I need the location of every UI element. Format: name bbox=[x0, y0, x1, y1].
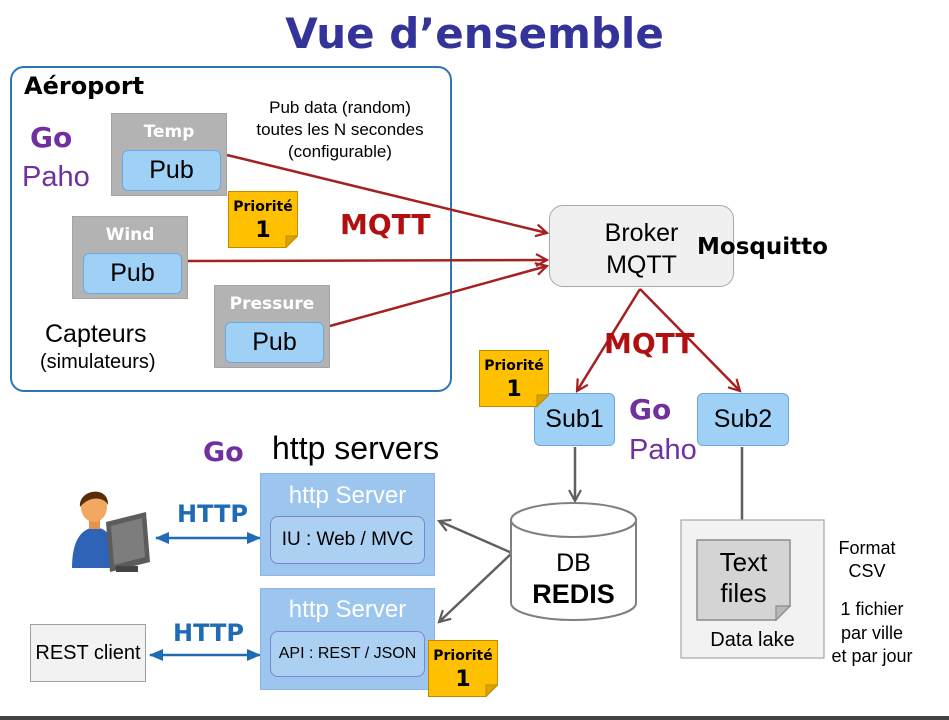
monitor-stand bbox=[116, 566, 138, 572]
priority-note-subscriber: Priorité 1 bbox=[479, 350, 549, 407]
sensors-caption: Capteurs bbox=[45, 320, 147, 348]
database-body bbox=[510, 519, 637, 621]
http-server-web: http Server IU : Web / MVC bbox=[260, 473, 435, 576]
pub-data-note: Pub data (random) toutes les N secondes … bbox=[230, 97, 450, 163]
airport-paho-label: Paho bbox=[22, 161, 90, 193]
airport-label: Aéroport bbox=[24, 72, 145, 100]
format-note-line: CSV bbox=[848, 561, 886, 581]
priority-value: 1 bbox=[255, 218, 271, 243]
user-neck bbox=[89, 517, 100, 529]
priority-label: Priorité bbox=[233, 199, 293, 215]
pub-note-line: Pub data (random) bbox=[269, 98, 411, 117]
format-note: Format CSV bbox=[817, 537, 917, 583]
simulators-caption: (simulateurs) bbox=[40, 351, 156, 373]
text-files-label-line2: files bbox=[720, 578, 767, 608]
arrow-db-to-api-server bbox=[439, 552, 513, 622]
priority-label: Priorité bbox=[433, 648, 493, 664]
mqtt-subscribe-label: MQTT bbox=[604, 327, 695, 360]
sensor-name: Wind bbox=[105, 225, 155, 245]
sticky-note-shape bbox=[479, 350, 549, 407]
publisher-box: Pub bbox=[83, 253, 182, 294]
subscriber-sub1: Sub1 bbox=[534, 393, 615, 446]
sensor-temp: Temp Pub bbox=[111, 113, 227, 196]
priority-value: 1 bbox=[506, 377, 522, 402]
arrow-wind-to-broker bbox=[187, 260, 547, 261]
broker-name: Mosquitto bbox=[697, 234, 828, 260]
arrow-broker-to-sub2 bbox=[639, 288, 740, 391]
user-shirt bbox=[72, 527, 118, 568]
file-split-note-line: 1 fichier bbox=[840, 599, 904, 619]
format-note-line: Format bbox=[838, 538, 896, 558]
user-hair bbox=[79, 491, 109, 507]
airport-zone bbox=[10, 66, 452, 392]
file-split-note-line: par ville bbox=[840, 622, 904, 643]
arrow-pressure-to-broker bbox=[329, 266, 547, 328]
arrow-db-to-web-server bbox=[439, 521, 513, 555]
pub-note-line: toutes les N secondes bbox=[256, 120, 424, 139]
broker-label: Broker bbox=[604, 219, 679, 247]
servers-go-label: Go bbox=[203, 437, 244, 468]
slide-bottom-border bbox=[0, 716, 949, 720]
subscriber-sub2: Sub2 bbox=[697, 393, 789, 446]
server-role-web-mvc: IU : Web / MVC bbox=[270, 516, 425, 564]
monitor-panel bbox=[111, 518, 145, 565]
database-cylinder bbox=[510, 502, 637, 621]
priority-label: Priorité bbox=[484, 358, 544, 374]
subscriber-paho-label: Paho bbox=[629, 434, 697, 466]
sensor-name: Pressure bbox=[229, 294, 315, 314]
database-label: DB bbox=[556, 549, 591, 577]
database-top bbox=[510, 502, 637, 538]
priority-value: 1 bbox=[455, 667, 471, 692]
subscriber-go-label: Go bbox=[629, 393, 672, 426]
file-split-note: 1 fichier par ville et par jour bbox=[822, 598, 922, 669]
server-label: http Server bbox=[288, 596, 407, 623]
http-label-rest: HTTP bbox=[173, 619, 244, 647]
rest-client-box: REST client bbox=[30, 624, 146, 682]
pub-note-line: (configurable) bbox=[288, 142, 392, 161]
priority-note-sensors: Priorité 1 bbox=[228, 191, 298, 248]
server-label: http Server bbox=[288, 482, 407, 509]
sticky-note-shape bbox=[428, 640, 498, 697]
http-server-api: http Server API : REST / JSON bbox=[260, 588, 435, 690]
priority-note-api: Priorité 1 bbox=[428, 640, 498, 697]
sticky-note-shape bbox=[228, 191, 298, 248]
broker-protocol: MQTT bbox=[606, 251, 677, 279]
mqtt-publish-label: MQTT bbox=[340, 208, 431, 241]
sensor-wind: Wind Pub bbox=[72, 216, 188, 299]
text-files-document-icon bbox=[696, 539, 792, 622]
server-role-rest-json: API : REST / JSON bbox=[270, 631, 425, 677]
publisher-box: Pub bbox=[225, 322, 324, 363]
database-name: REDIS bbox=[532, 579, 615, 609]
mqtt-broker: Broker MQTT bbox=[549, 205, 734, 287]
arrow-temp-to-broker bbox=[226, 153, 547, 233]
user-at-computer-icon bbox=[72, 491, 150, 572]
http-label-web: HTTP bbox=[177, 500, 248, 528]
airport-go-label: Go bbox=[30, 121, 73, 154]
servers-title: http servers bbox=[272, 430, 440, 466]
sensor-pressure: Pressure Pub bbox=[214, 285, 330, 368]
sensor-name: Temp bbox=[143, 122, 195, 142]
data-lake-label: Data lake bbox=[710, 629, 795, 651]
arrow-broker-to-sub1 bbox=[577, 288, 642, 391]
text-files-label-line1: Text bbox=[719, 547, 768, 577]
document-fold bbox=[775, 605, 792, 622]
file-split-note-line: et par jour bbox=[831, 646, 913, 666]
publisher-box: Pub bbox=[122, 150, 221, 191]
slide-title: Vue d’ensemble bbox=[285, 9, 664, 58]
